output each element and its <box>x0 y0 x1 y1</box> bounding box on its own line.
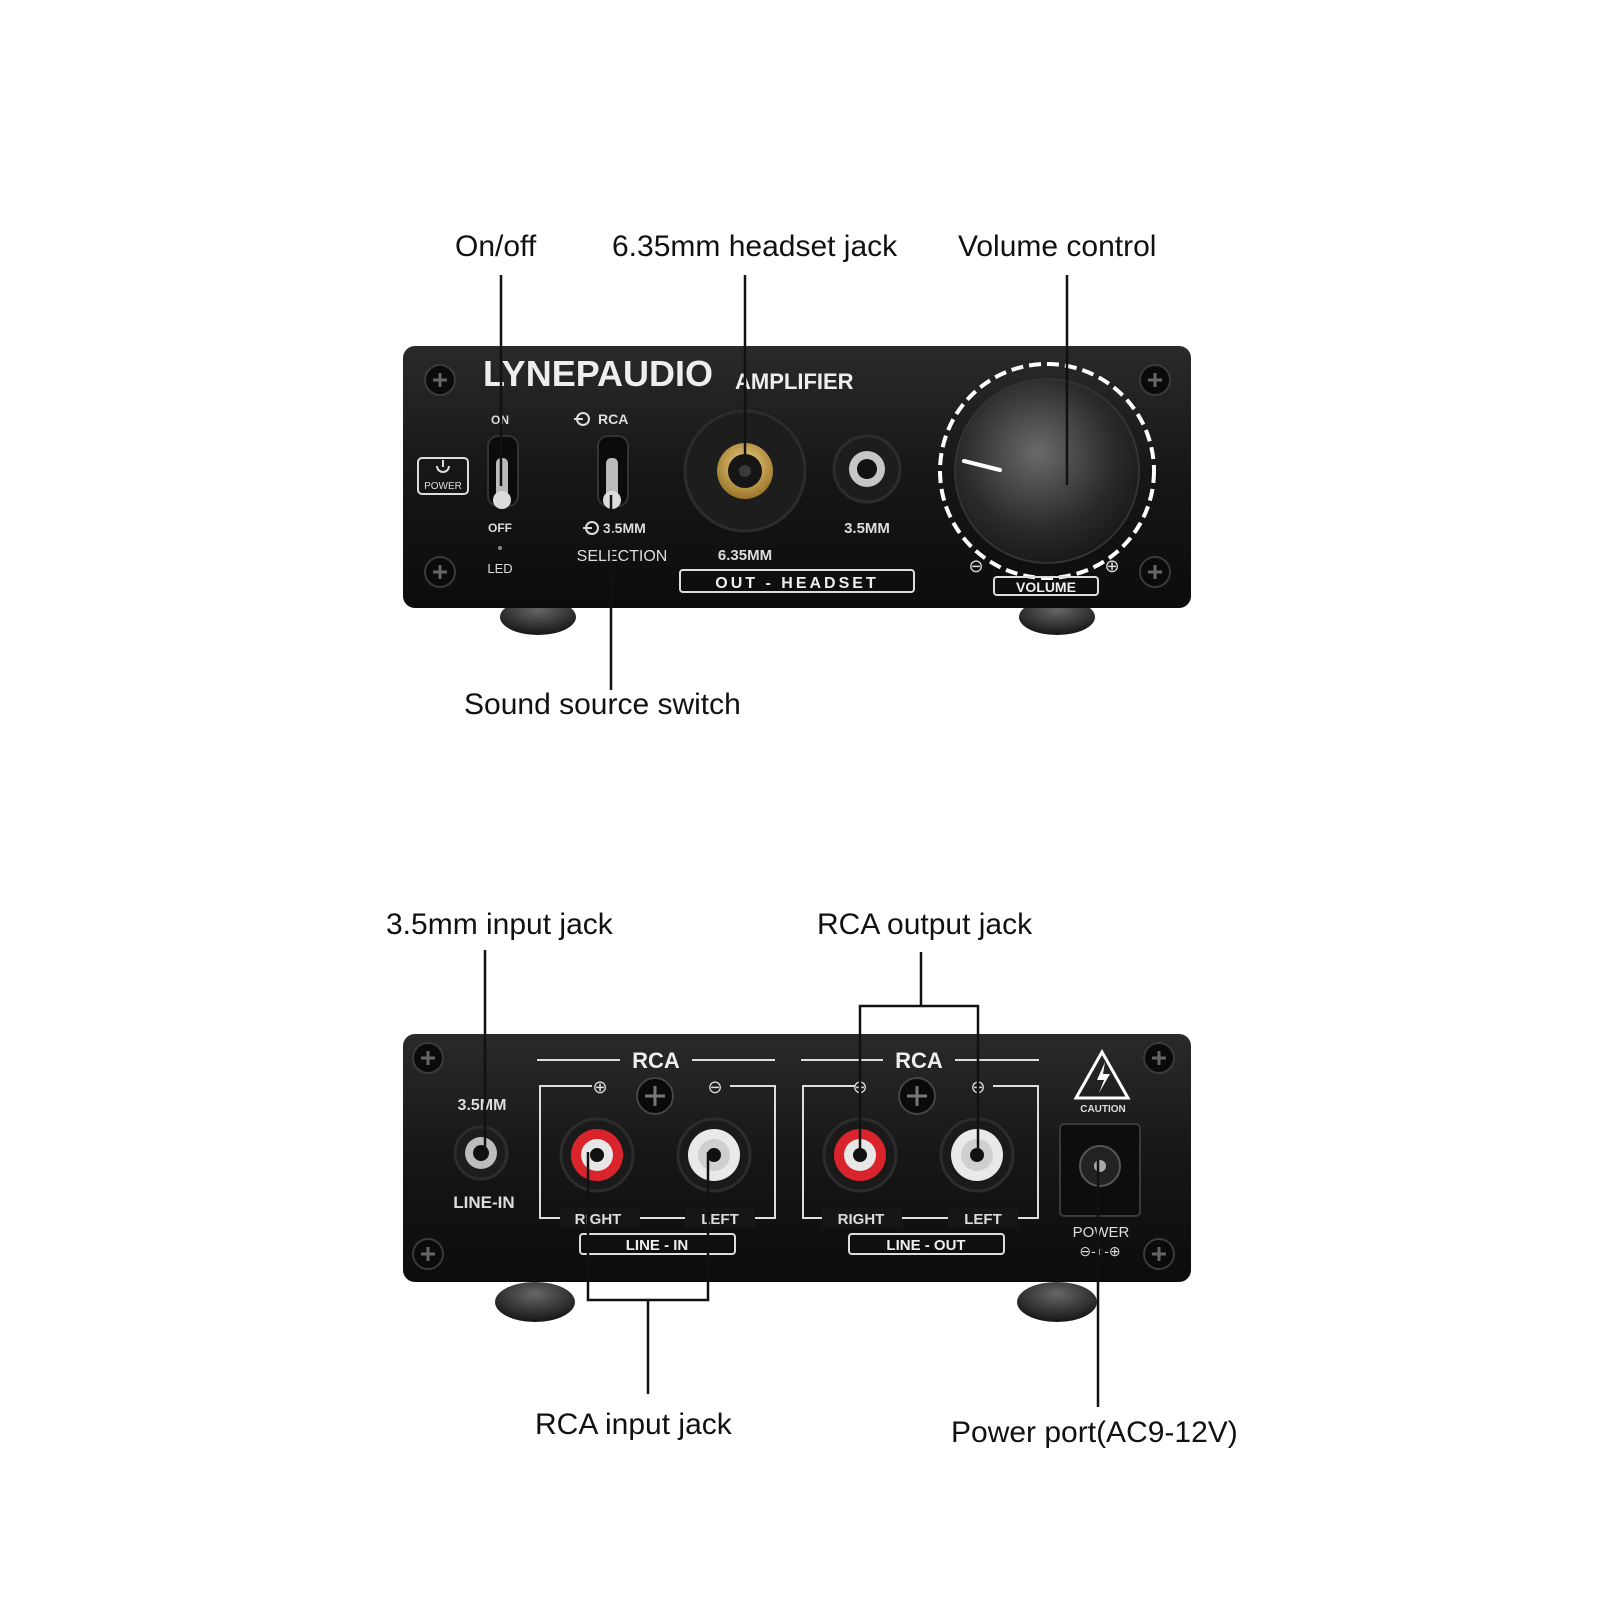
callout-on-off: On/off <box>455 230 537 263</box>
led-label: LED <box>487 561 512 576</box>
led-indicator <box>498 546 502 550</box>
volume-label-box <box>993 576 1099 596</box>
source-toggle[interactable] <box>606 458 618 500</box>
caution-label: CAUTION <box>1080 1104 1126 1115</box>
input-arrow-icon <box>583 521 599 535</box>
switch-off-label: OFF <box>488 521 512 535</box>
rca-in-left-label: LEFT <box>701 1211 739 1228</box>
volume-label: VOLUME <box>1016 579 1076 595</box>
line-in-box-label: LINE - IN <box>626 1237 689 1254</box>
volume-minus-icon: ⊖ <box>968 556 983 576</box>
out-headset-box <box>679 569 915 593</box>
screw-icon <box>898 1077 936 1115</box>
power-button-label: POWER <box>424 481 462 492</box>
source-rca-label: RCA <box>598 411 628 427</box>
back-leader-lines <box>483 950 1100 1407</box>
back-panel: 3.5MM LINE-IN RCA ⊕ ⊖ RIGHT LEFT LINE - … <box>403 1034 1191 1322</box>
model-label: AMPLIFIER <box>735 369 854 394</box>
volume-knob[interactable] <box>954 378 1140 564</box>
callout-rca-input-jack: RCA input jack <box>535 1408 732 1441</box>
back-foot-right <box>1017 1282 1097 1322</box>
back-foot-left <box>495 1282 575 1322</box>
line-in-label: LINE-IN <box>453 1193 514 1212</box>
callout-input-35-jack: 3.5mm input jack <box>386 908 613 941</box>
rca-out-left-label: LEFT <box>964 1211 1002 1228</box>
rca-in-minus-icon: ⊖ <box>707 1077 722 1097</box>
power-button[interactable] <box>417 457 469 495</box>
input-35-label: 3.5MM <box>458 1097 507 1114</box>
back-power-label: POWER <box>1073 1224 1130 1241</box>
rca-in-plus-icon: ⊕ <box>592 1077 607 1097</box>
rca-in-title: RCA <box>632 1048 680 1073</box>
front-leader-lines <box>499 275 1069 690</box>
callout-rca-output-jack: RCA output jack <box>817 908 1033 941</box>
out-headset-label: OUT - HEADSET <box>715 575 878 592</box>
rca-out-title: RCA <box>895 1048 943 1073</box>
front-panel: LYNEPAUDIO AMPLIFIER POWER ON OFF LED RC… <box>403 346 1191 635</box>
power-icon <box>436 460 450 473</box>
line-out-box <box>848 1233 1005 1255</box>
rca-out-right-label: RIGHT <box>838 1211 885 1228</box>
caution-icon <box>1073 1048 1131 1100</box>
callout-sound-source-switch: Sound source switch <box>464 688 741 721</box>
brand-logo: LYNEPAUDIO <box>483 353 713 394</box>
callout-power-port: Power port(AC9-12V) <box>951 1416 1238 1449</box>
callout-volume-control: Volume control <box>958 230 1157 263</box>
polarity-icon: ⊖-◐-⊕ <box>1079 1243 1120 1259</box>
selection-label: SELECTION <box>577 548 668 565</box>
source-35-label: 3.5MM <box>603 520 646 536</box>
jack-35-front-label: 3.5MM <box>844 520 890 537</box>
callout-headset-jack: 6.35mm headset jack <box>612 230 898 263</box>
screw-icon <box>636 1077 674 1115</box>
volume-indicator <box>962 459 1002 472</box>
volume-plus-icon: ⊕ <box>1104 556 1119 576</box>
line-out-box-label: LINE - OUT <box>886 1237 965 1254</box>
jack-635-label: 6.35MM <box>718 547 772 564</box>
rca-in-right-label: RIGHT <box>575 1211 622 1228</box>
line-in-box <box>579 1233 736 1255</box>
input-arrow-icon <box>574 412 590 426</box>
